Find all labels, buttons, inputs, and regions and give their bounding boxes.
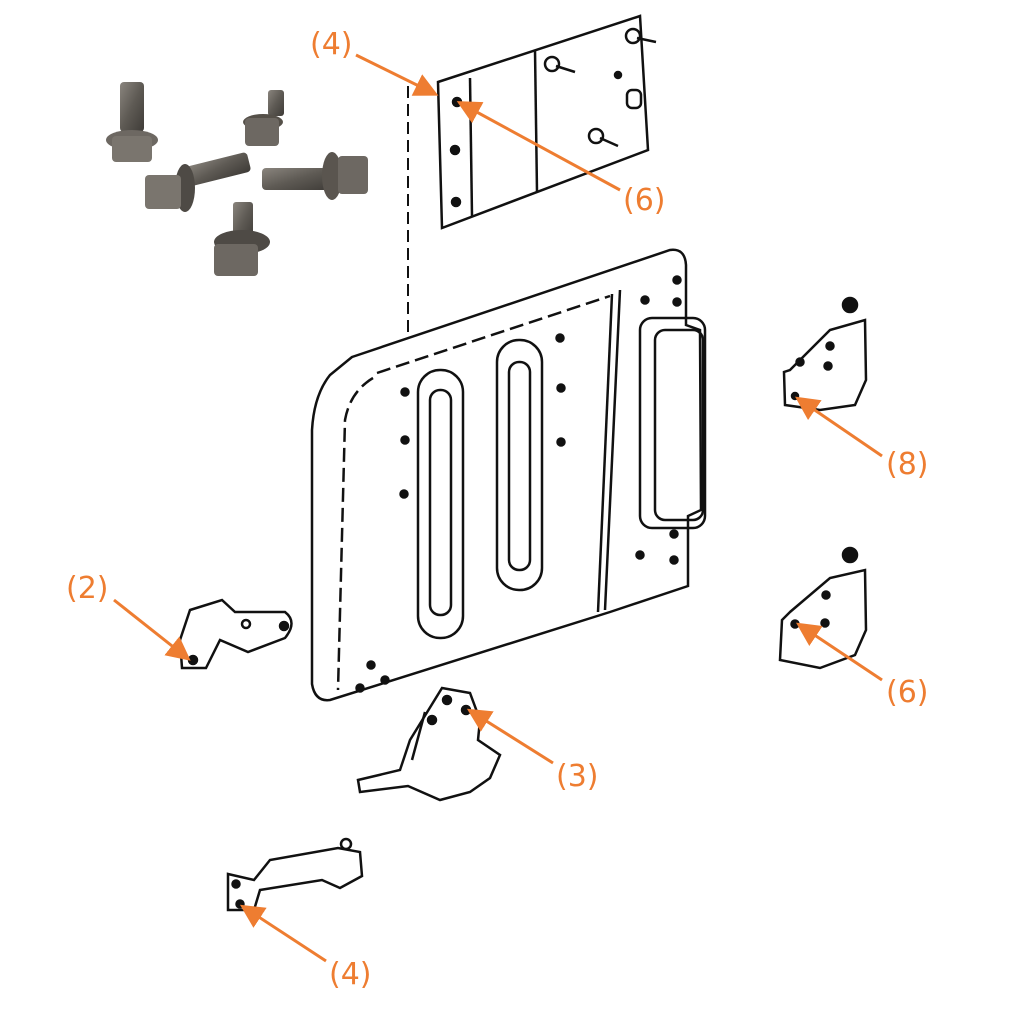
arrow-2 [113,598,191,661]
arrow-4-top [355,53,439,96]
left-bracket [178,598,293,670]
bolt-1 [106,82,158,162]
top-mounting-plate [436,14,657,230]
callout-label: (3) [556,759,599,794]
lower-latch [356,686,502,802]
arrow-6-top [456,101,621,192]
bolt-photo [106,82,368,276]
arrow-6-lower [796,622,883,682]
arrow-8 [795,396,883,458]
arrow-4-bottom [239,904,327,963]
callout-arrows [113,53,883,963]
bolt-5 [214,202,270,276]
callout-label: (2) [66,571,109,606]
callout-label: (6) [886,675,929,710]
lower-right-hinge [778,546,868,670]
bolt-2 [243,90,284,146]
callout-label: (6) [623,183,666,218]
callout-label: (8) [886,447,929,482]
bolt-4 [262,152,368,200]
bolt-3 [145,152,251,212]
upper-right-hinge [782,296,868,412]
callout-label: (4) [329,957,372,992]
callout-label: (4) [310,27,353,62]
main-door-panel [310,248,707,702]
arrow-3 [466,708,554,765]
bottom-hook-bracket [226,837,364,912]
